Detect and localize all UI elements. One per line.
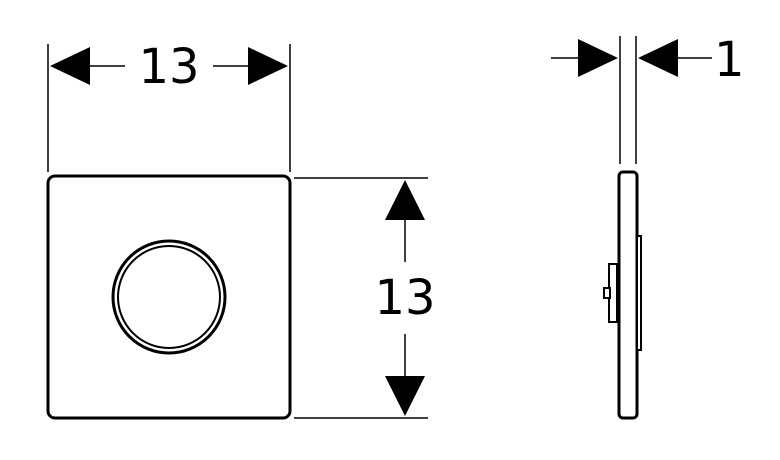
side-plate-profile [617, 170, 639, 420]
side-connector-tab [603, 287, 611, 299]
front-view [46, 174, 292, 420]
width-arrow-left [50, 47, 90, 85]
height-arrow-top [385, 180, 425, 220]
width-arrow-right [248, 47, 288, 85]
height-arrow-bottom [385, 376, 425, 416]
side-mounting-step [636, 235, 642, 351]
height-dimension: 13 [294, 177, 436, 419]
thickness-dimension: 1 [551, 32, 745, 164]
actuator-button-outer-ring [111, 239, 227, 355]
thickness-label: 1 [714, 32, 745, 88]
actuator-button-inner-ring [117, 245, 221, 349]
thickness-arrow-left [578, 39, 618, 77]
width-dimension: 13 [47, 39, 291, 172]
height-label: 13 [374, 270, 435, 326]
width-label: 13 [138, 39, 199, 95]
thickness-arrow-right [638, 39, 678, 77]
side-view [603, 170, 642, 420]
